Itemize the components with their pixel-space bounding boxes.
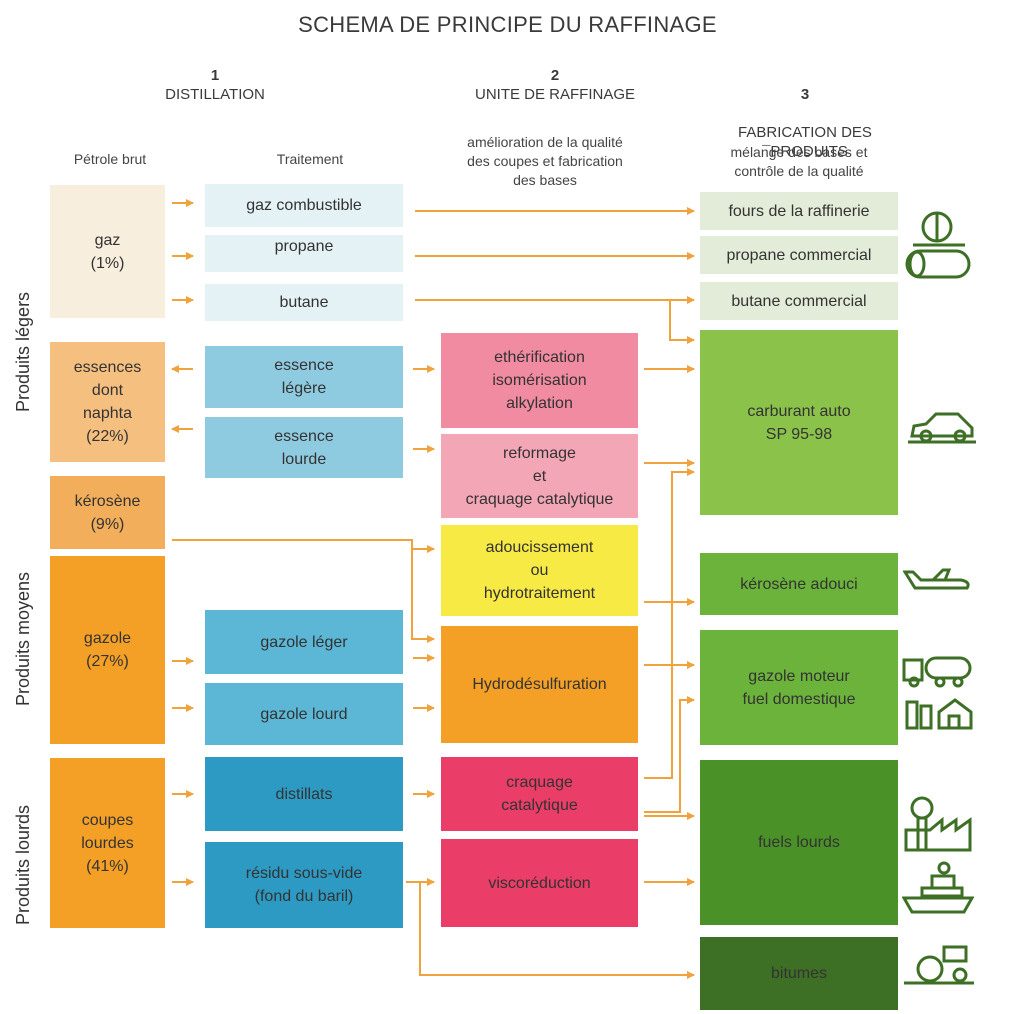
treatment-heavy-gasoline: essence lourde <box>205 417 403 478</box>
subheader-blending: mélange des bases et contrôle de la qual… <box>730 144 868 179</box>
crude-gazole: gazole (27%) <box>50 556 165 744</box>
crude-heavy-cuts: coupes lourdes (41%) <box>50 758 165 928</box>
subheader-quality-improvement: amélioration de la qualité des coupes et… <box>467 134 623 188</box>
product-heavy-fuels: fuels lourds <box>700 760 898 925</box>
product-diesel-heating-oil: gazole moteur fuel domestique <box>700 630 898 745</box>
product-car-fuel: carburant auto SP 95-98 <box>700 330 898 515</box>
header-number-3: 3 <box>800 86 810 103</box>
category-middle-products: Produits moyens <box>13 571 33 706</box>
diagram-title: SCHEMA DE PRINCIPE DU RAFFINAGE <box>298 12 717 37</box>
category-light-products: Produits légers <box>13 291 33 412</box>
crude-essences: essences dont naphta (22%) <box>50 342 165 462</box>
treatment-distillates: distillats <box>205 757 403 831</box>
header-number-1: 1 <box>210 67 220 84</box>
car-icon <box>908 412 976 444</box>
header-distillation: 1 DISTILLATION <box>130 66 300 104</box>
product-bitumen: bitumes <box>700 937 898 1010</box>
header-number-2: 2 <box>550 67 560 84</box>
refining-sweetening: adoucissement ou hydrotraitement <box>441 525 638 616</box>
treatment-light-gasoline: essence légère <box>205 346 403 408</box>
treatment-heavy-diesel: gazole lourd <box>205 683 403 745</box>
category-heavy-products: Produits lourds <box>13 804 33 925</box>
header-label-distillation: DISTILLATION <box>165 86 265 103</box>
treatment-vacuum-residue: résidu sous-vide (fond du baril) <box>205 842 403 928</box>
refining-visbreaking: viscoréduction <box>441 839 638 927</box>
header-label-refining: UNITE DE RAFFINAGE <box>474 86 635 103</box>
factory-icon <box>904 796 972 852</box>
refining-reforming: reformage et craquage catalytique <box>441 434 638 518</box>
treatment-propane: propane <box>205 235 403 272</box>
refining-etherification: ethérification isomérisation alkylation <box>441 333 638 428</box>
header-product-manufacturing: 3 FABRICATION DES ¯PRODUITS <box>700 66 910 180</box>
truck-icon <box>902 656 972 688</box>
crude-kerosene: kérosène (9%) <box>50 476 165 549</box>
house-icon <box>905 698 973 730</box>
refining-hydrodesulfurization: Hydrodésulfuration <box>441 626 638 743</box>
treatment-butane: butane <box>205 284 403 321</box>
road-roller-icon <box>904 945 974 985</box>
product-commercial-butane: butane commercial <box>700 282 898 320</box>
subheader-treatment: Traitement <box>276 151 344 167</box>
product-refinery-furnaces: fours de la raffinerie <box>700 192 898 230</box>
product-commercial-propane: propane commercial <box>700 236 898 274</box>
treatment-light-diesel: gazole léger <box>205 610 403 674</box>
ship-icon <box>902 861 974 914</box>
refining-catalytic-cracking: craquage catalytique <box>441 757 638 831</box>
crude-gaz: gaz (1%) <box>50 185 165 318</box>
header-refining-unit: 2 UNITE DE RAFFINAGE <box>440 66 670 104</box>
gas-tank-icon <box>905 211 971 279</box>
subheader-crude-oil: Pétrole brut <box>73 151 147 167</box>
product-sweetened-kerosene: kérosène adouci <box>700 553 898 615</box>
header-label-products: FABRICATION DES ¯PRODUITS <box>738 124 872 160</box>
airplane-icon <box>903 568 970 590</box>
treatment-fuel-gas: gaz combustible <box>205 184 403 227</box>
